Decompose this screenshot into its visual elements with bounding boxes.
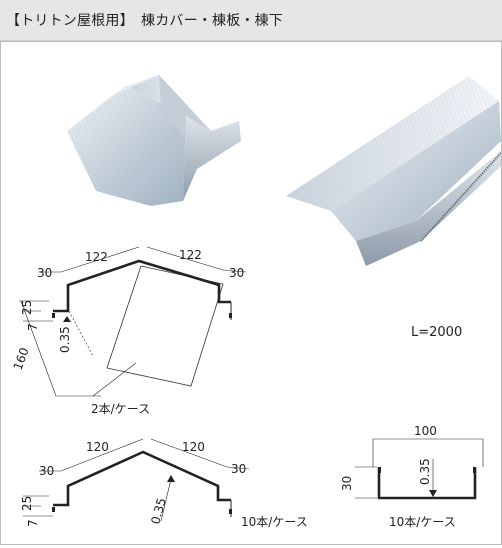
dim-top-left-2: 120 — [86, 440, 109, 454]
length-label: L=2000 — [411, 325, 462, 340]
dim-side-lower-2: 7 — [26, 519, 40, 527]
dim-side-lower: 7 — [26, 323, 40, 331]
dim-flange-left: 30 — [37, 266, 52, 280]
diagram-1 — [19, 246, 247, 397]
diagram-3-labels: 100 30 0.35 10本/ケース — [340, 424, 456, 529]
dim-flange-right: 30 — [229, 266, 244, 280]
diagram-2-labels: 120 120 30 30 25 7 0.35 10本/ケース — [20, 440, 308, 529]
diagram-1-labels: 122 122 30 30 25 7 160 0.35 2本/ケース — [11, 248, 245, 416]
header-bar: 【トリトン屋根用】 棟カバー・棟板・棟下 — [0, 0, 502, 41]
dim-height-3: 30 — [340, 476, 354, 491]
dim-flange-right-2: 30 — [231, 462, 246, 476]
dim-side-upper: 25 — [20, 300, 34, 315]
dim-width-3: 100 — [414, 424, 437, 438]
hip-cap-photo — [67, 75, 241, 206]
pack-label-2: 10本/ケース — [241, 515, 308, 529]
pack-label-1: 2本/ケース — [91, 402, 150, 416]
dim-thickness-3: 0.35 — [418, 458, 432, 485]
dim-top-right-2: 120 — [182, 440, 205, 454]
dim-thickness: 0.35 — [58, 326, 72, 353]
product-illustration: 122 122 30 30 25 7 160 0.35 2本/ケース — [11, 75, 502, 529]
pack-label-3: 10本/ケース — [389, 515, 456, 529]
ridge-cover-photo — [286, 76, 502, 266]
dim-side-upper-2: 25 — [20, 496, 34, 511]
product-panel: 122 122 30 30 25 7 160 0.35 2本/ケース — [0, 41, 502, 545]
diagram-2 — [23, 438, 250, 522]
page-title: 【トリトン屋根用】 棟カバー・棟板・棟下 — [6, 13, 283, 29]
dim-flange-left-2: 30 — [39, 464, 54, 478]
diagram-3 — [355, 438, 484, 500]
dim-height: 160 — [11, 346, 32, 372]
dim-top-right: 122 — [179, 248, 202, 262]
dim-thickness-2: 0.35 — [148, 496, 168, 525]
dim-top-left: 122 — [85, 250, 108, 264]
